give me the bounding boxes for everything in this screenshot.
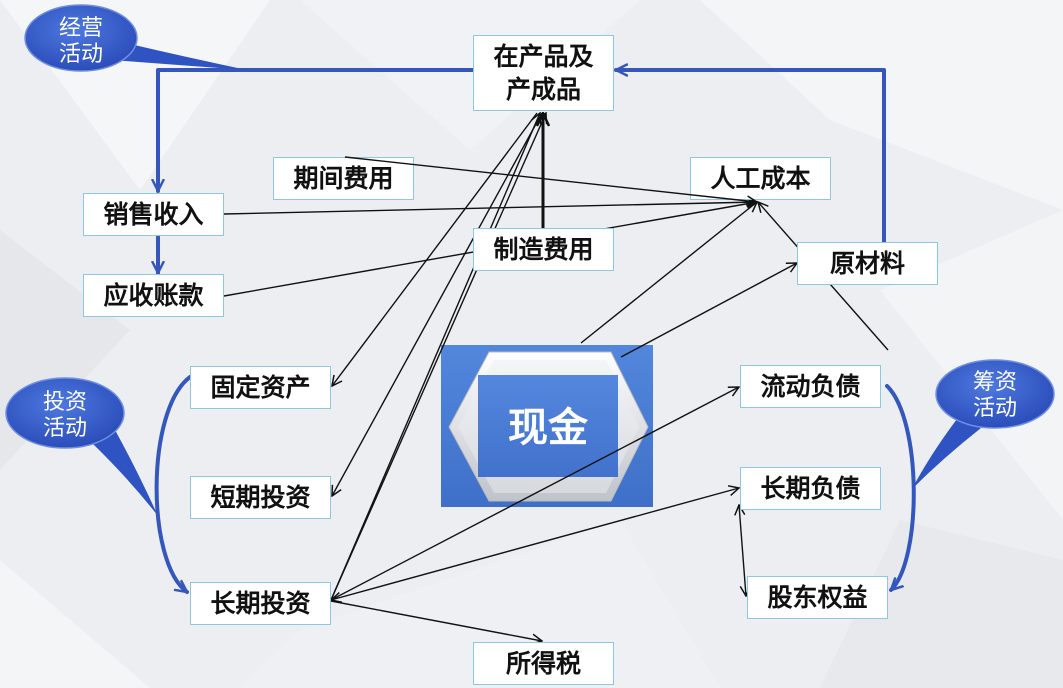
node-long-term-liabilities: 长期负债 [740,467,881,510]
node-fixed-assets-label: 固定资产 [210,373,311,402]
node-labor-cost: 人工成本 [690,157,831,200]
node-sales-revenue: 销售收入 [83,193,224,236]
node-current-liabilities-label: 流动负债 [760,372,861,401]
node-labor-cost-label: 人工成本 [710,164,811,193]
node-period-expenses-label: 期间费用 [293,164,394,193]
node-shareholders-equity-label: 股东权益 [767,583,868,612]
node-short-term-investments-label: 短期投资 [210,483,311,512]
node-short-term-investments: 短期投资 [190,476,331,519]
node-long-term-investments-label: 长期投资 [210,589,311,618]
node-current-liabilities: 流动负债 [740,365,881,408]
node-income-tax: 所得税 [473,642,614,685]
node-accounts-receivable: 应收账款 [83,274,224,317]
node-long-term-liabilities-label: 长期负债 [760,474,861,503]
node-income-tax-label: 所得税 [505,649,581,678]
node-period-expenses: 期间费用 [273,157,414,200]
node-wip-and-finished-goods: 在产品及 产成品 [473,35,614,111]
node-sales-revenue-label: 销售收入 [103,200,204,229]
node-raw-materials-label: 原材料 [829,249,905,278]
node-manufacturing-overhead-label: 制造费用 [493,235,594,264]
node-manufacturing-overhead: 制造费用 [473,228,614,271]
node-wip-line-2: 产成品 [505,75,581,104]
node-raw-materials: 原材料 [797,242,938,285]
node-fixed-assets: 固定资产 [190,366,331,409]
node-long-term-investments: 长期投资 [190,582,331,625]
node-shareholders-equity: 股东权益 [747,576,888,619]
node-accounts-receivable-label: 应收账款 [103,281,204,310]
node-wip-line-1: 在产品及 [493,42,594,71]
